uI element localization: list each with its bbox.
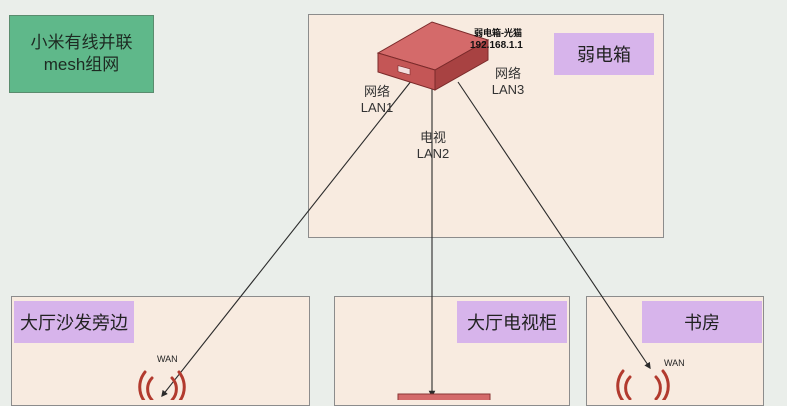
- port-lan2-name: 电视: [419, 130, 446, 145]
- weak-current-box-label: 弱电箱: [554, 33, 654, 75]
- room-living-sofa-label: 大厅沙发旁边: [14, 301, 134, 343]
- wifi-signal-icon-right: [616, 369, 670, 400]
- port-lan2-port: LAN2: [416, 146, 450, 161]
- title-line-1: 小米有线并联: [30, 33, 133, 52]
- room-study-label: 书房: [642, 301, 762, 343]
- diagram-title: 小米有线并联 mesh组网: [9, 15, 154, 93]
- optical-modem-icon: [376, 21, 490, 91]
- cable-lan1: [161, 79, 413, 398]
- port-lan3-label: 网络 LAN3: [486, 66, 530, 98]
- wan-label-living-sofa: WAN: [157, 354, 178, 364]
- port-lan3-name: 网络: [494, 66, 521, 81]
- port-lan1-name: 网络: [363, 84, 390, 99]
- room-living-tv: [334, 296, 570, 406]
- cable-lan3: [457, 81, 651, 370]
- modem-ip-label: 192.168.1.1: [470, 40, 523, 51]
- title-line-2: mesh组网: [43, 55, 120, 74]
- room-living-tv-label: 大厅电视柜: [457, 301, 567, 343]
- port-lan1-label: 网络 LAN1: [355, 84, 399, 116]
- tv-cabinet-router-icon: [397, 393, 491, 400]
- modem-device-label: 弱电箱-光猫: [474, 28, 522, 38]
- port-lan3-port: LAN3: [491, 82, 525, 97]
- port-lan2-label: 电视 LAN2: [410, 130, 456, 162]
- wan-label-study: WAN: [664, 358, 685, 368]
- port-lan1-port: LAN1: [360, 100, 394, 115]
